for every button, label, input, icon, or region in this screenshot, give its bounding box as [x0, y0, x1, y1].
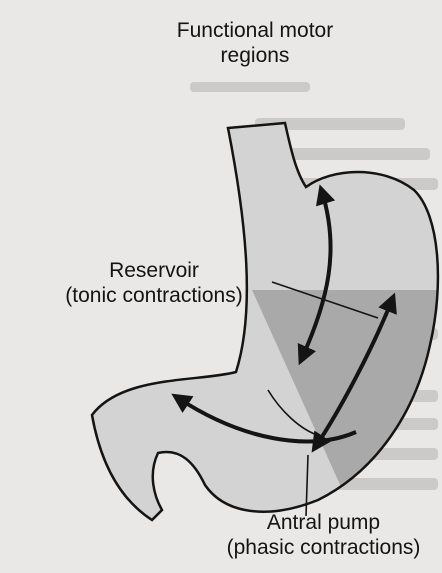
reservoir-label-line-1: Reservoir — [0, 258, 308, 283]
title-line-1: Functional motor — [120, 18, 390, 43]
antral-pump-label-line-2: (phasic contractions) — [205, 535, 442, 560]
reservoir-label: Reservoir (tonic contractions) — [0, 258, 308, 308]
antral-pump-label-line-1: Antral pump — [205, 510, 442, 535]
diagram-title: Functional motor regions — [120, 18, 390, 68]
title-line-2: regions — [120, 43, 390, 68]
reservoir-label-line-2: (tonic contractions) — [0, 283, 308, 308]
antral-pump-label: Antral pump (phasic contractions) — [205, 510, 442, 560]
